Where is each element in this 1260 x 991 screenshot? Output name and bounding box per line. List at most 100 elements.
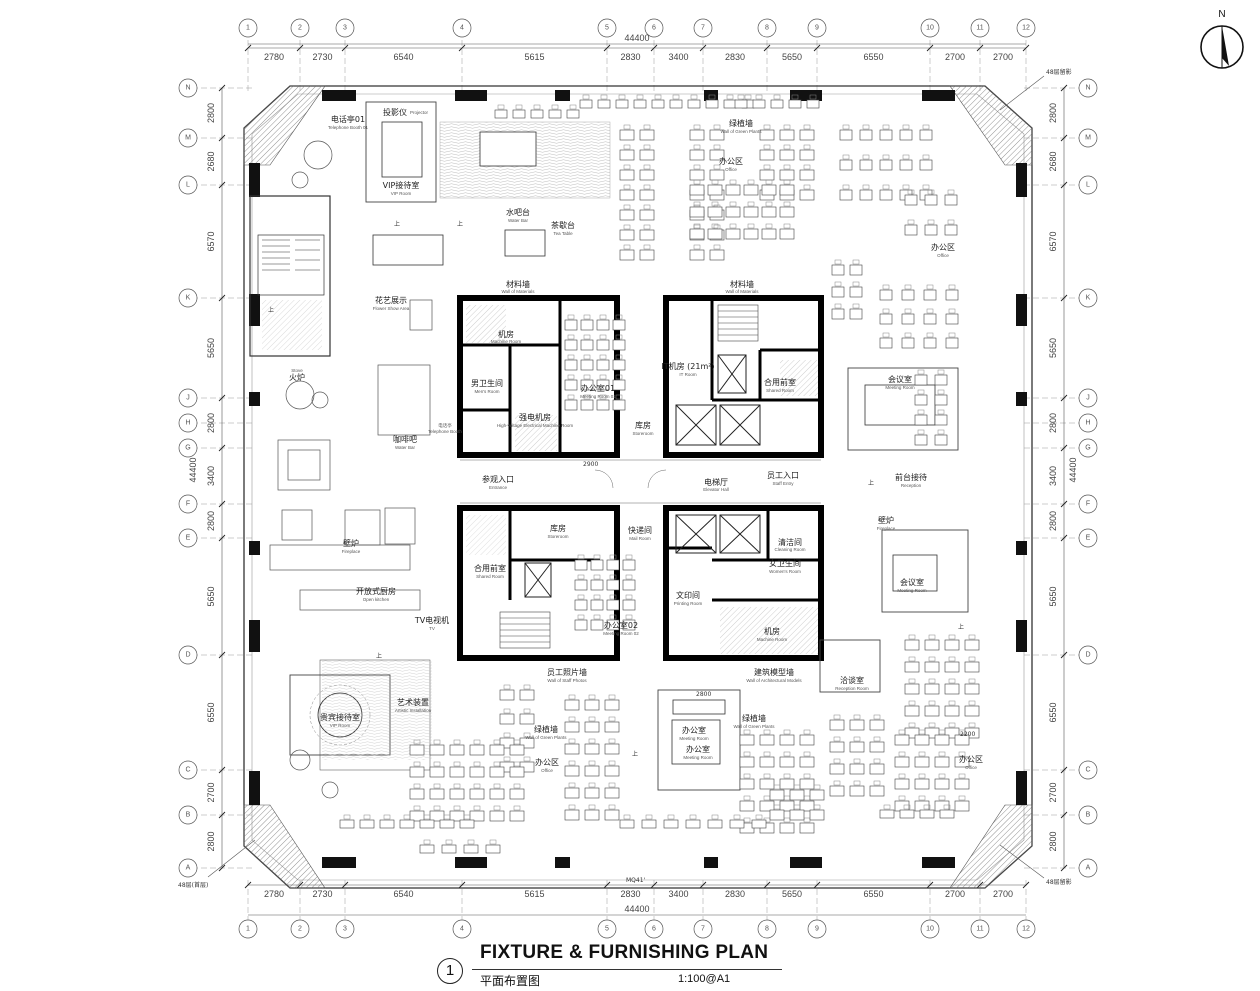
chair bbox=[568, 738, 576, 744]
desk bbox=[739, 734, 755, 746]
row-label: A bbox=[186, 865, 191, 872]
desk bbox=[619, 189, 635, 201]
chair bbox=[927, 189, 935, 195]
chair bbox=[567, 374, 575, 380]
row-bubble bbox=[1078, 494, 1098, 514]
desk bbox=[759, 756, 775, 768]
row-bubble bbox=[178, 128, 198, 148]
desk bbox=[641, 819, 657, 829]
desk bbox=[564, 359, 578, 371]
desk bbox=[469, 766, 485, 778]
desk bbox=[566, 109, 580, 119]
desk bbox=[606, 599, 620, 611]
column-label: 9 bbox=[815, 926, 819, 933]
chair bbox=[533, 104, 541, 110]
chair bbox=[842, 154, 850, 160]
room-label: 员工入口 bbox=[767, 471, 799, 480]
room-label: 库房 bbox=[550, 523, 566, 533]
desk bbox=[739, 778, 755, 790]
chair bbox=[493, 739, 501, 745]
row-bubble bbox=[1078, 805, 1098, 825]
chair bbox=[958, 773, 966, 779]
column-label: 10 bbox=[926, 926, 934, 933]
desk bbox=[914, 374, 928, 386]
chair bbox=[363, 814, 371, 820]
chair bbox=[567, 334, 575, 340]
desk bbox=[904, 224, 918, 236]
chair bbox=[453, 761, 461, 767]
chair bbox=[608, 694, 616, 700]
dimension-text: 6550 bbox=[206, 702, 216, 722]
dimension-text: 2830 bbox=[620, 889, 640, 899]
desk bbox=[939, 809, 955, 819]
row-label: E bbox=[1086, 535, 1091, 542]
desk bbox=[954, 734, 970, 746]
chair bbox=[862, 124, 870, 130]
room-label: 绿植墙 bbox=[742, 713, 766, 723]
desk bbox=[901, 337, 915, 349]
chair bbox=[551, 104, 559, 110]
chair bbox=[615, 354, 623, 360]
dimension-text: 2800 bbox=[206, 831, 216, 851]
note-dim-2800: 2800 bbox=[696, 691, 711, 698]
chair bbox=[852, 303, 860, 309]
desk bbox=[759, 800, 775, 812]
room-label: 材料墙 bbox=[506, 279, 530, 289]
chair bbox=[882, 124, 890, 130]
chair bbox=[968, 678, 976, 684]
dimension-text: 2800 bbox=[206, 413, 216, 433]
dimension-text: 2700 bbox=[993, 889, 1013, 899]
row-label: N bbox=[185, 85, 190, 92]
chair bbox=[783, 773, 791, 779]
desk bbox=[849, 264, 863, 276]
chair bbox=[588, 716, 596, 722]
note-up-3: 上 bbox=[268, 306, 274, 314]
row-label: M bbox=[1085, 135, 1091, 142]
overall-dimensions: 44400 44400 44400 44400 bbox=[188, 33, 1078, 916]
chair bbox=[968, 722, 976, 728]
chair bbox=[948, 332, 956, 338]
row-bubble bbox=[1078, 528, 1098, 548]
desk bbox=[779, 734, 795, 746]
desk bbox=[615, 99, 629, 109]
desk bbox=[954, 800, 970, 812]
column-bubble bbox=[757, 18, 777, 38]
desk bbox=[899, 159, 913, 171]
chair bbox=[765, 223, 773, 229]
chair bbox=[513, 783, 521, 789]
column-label: 1 bbox=[246, 25, 250, 32]
row-label: C bbox=[1085, 767, 1090, 774]
desk bbox=[914, 434, 928, 446]
dimension-text: 5650 bbox=[1048, 586, 1058, 606]
desk bbox=[580, 379, 594, 391]
row-label: L bbox=[186, 182, 190, 189]
desk bbox=[779, 800, 795, 812]
desk bbox=[564, 721, 580, 733]
dimension-text: 2800 bbox=[1048, 413, 1058, 433]
desk bbox=[743, 184, 759, 196]
desk bbox=[689, 169, 705, 181]
column-bubble bbox=[238, 18, 258, 38]
row-label: F bbox=[1086, 501, 1090, 508]
desk bbox=[604, 787, 620, 799]
desk bbox=[954, 778, 970, 790]
desk bbox=[499, 689, 515, 701]
chair bbox=[833, 714, 841, 720]
chair bbox=[903, 804, 911, 810]
desk bbox=[633, 99, 647, 109]
chair bbox=[608, 760, 616, 766]
desk bbox=[639, 229, 655, 241]
chair bbox=[928, 700, 936, 706]
dimension-text: 5650 bbox=[782, 52, 802, 62]
desk bbox=[709, 129, 725, 141]
column-bubble bbox=[970, 18, 990, 38]
desk bbox=[789, 789, 805, 801]
desk bbox=[789, 809, 805, 821]
chair bbox=[489, 839, 497, 845]
wood-floor-areas bbox=[322, 121, 611, 760]
room-label-en: Office bbox=[725, 167, 737, 172]
desk bbox=[489, 766, 505, 778]
room-label-en: Stove bbox=[291, 368, 303, 373]
room-label: 开放式厨房 bbox=[356, 586, 396, 596]
